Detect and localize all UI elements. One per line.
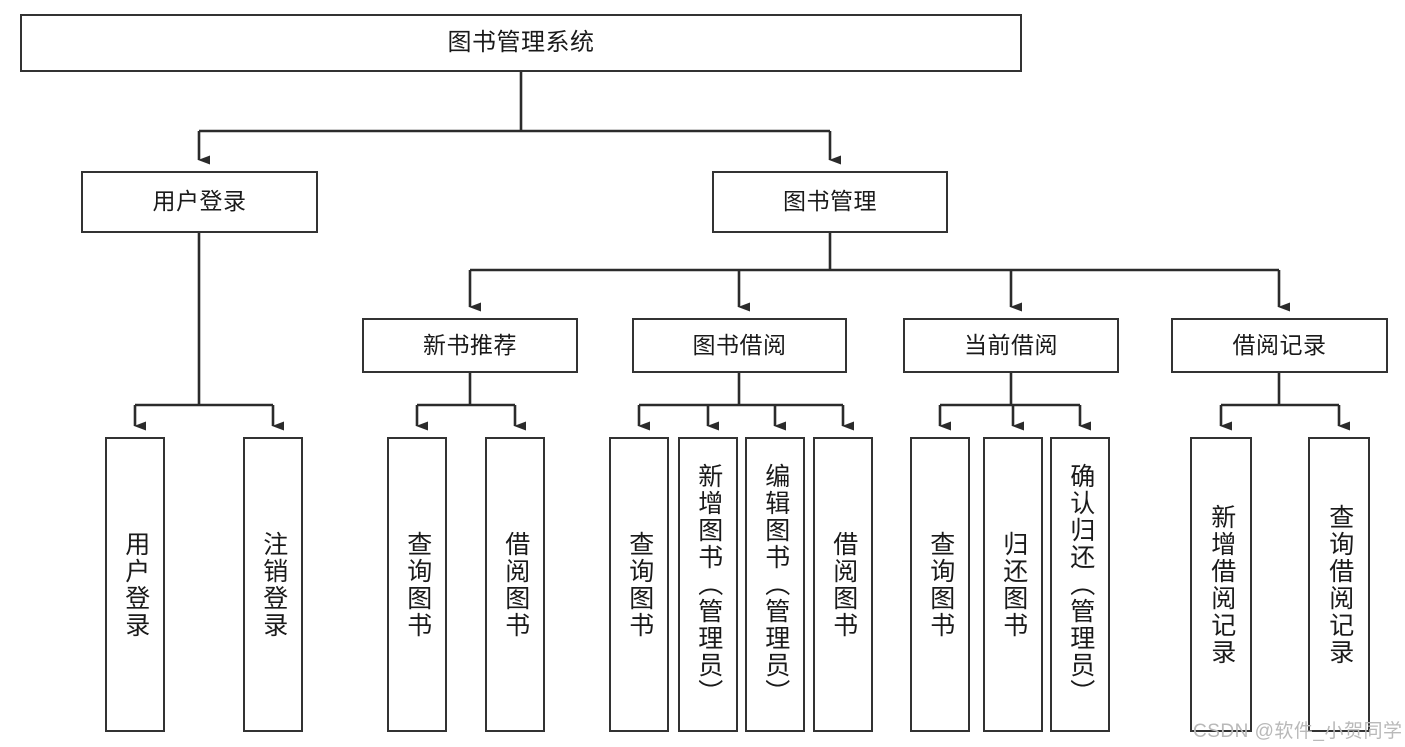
node-label-leaf-borrow-book-1: 借阅图书 [501,530,530,639]
node-leaf-add-record[interactable]: 新增借阅记录 [1190,437,1252,732]
node-user-login[interactable]: 用户登录 [81,171,318,233]
node-root-system[interactable]: 图书管理系统 [20,14,1022,72]
node-borrow-record[interactable]: 借阅记录 [1171,318,1388,373]
node-label-leaf-query-book-3: 查询图书 [926,530,955,639]
node-book-borrow[interactable]: 图书借阅 [632,318,847,373]
node-label-leaf-logout: 注销登录 [259,530,288,639]
node-label-new-book-recommend: 新书推荐 [423,331,517,358]
node-leaf-user-login[interactable]: 用户登录 [105,437,165,732]
node-leaf-borrow-book-1[interactable]: 借阅图书 [485,437,545,732]
node-leaf-confirm-return[interactable]: 确认归还（管理员） [1050,437,1110,732]
node-label-leaf-query-book-2: 查询图书 [625,530,654,639]
csdn-watermark: CSDN @软件_小贺同学 [1193,721,1403,742]
node-leaf-query-book-1[interactable]: 查询图书 [387,437,447,732]
node-label-leaf-add-record: 新增借阅记录 [1207,503,1236,666]
node-label-leaf-borrow-book-2: 借阅图书 [829,530,858,639]
node-label-leaf-query-book-1: 查询图书 [403,530,432,639]
node-book-management[interactable]: 图书管理 [712,171,948,233]
node-label-root: 图书管理系统 [447,28,595,56]
node-label-leaf-confirm-return: 确认归还（管理员） [1066,463,1095,706]
node-label-user-login: 用户登录 [152,188,247,215]
node-label-book-borrow: 图书借阅 [692,331,787,358]
node-leaf-query-book-2[interactable]: 查询图书 [609,437,669,732]
node-leaf-query-record[interactable]: 查询借阅记录 [1308,437,1370,732]
node-current-borrow[interactable]: 当前借阅 [903,318,1119,373]
node-leaf-return-book[interactable]: 归还图书 [983,437,1043,732]
node-label-book-management: 图书管理 [783,188,877,215]
node-label-leaf-return-book: 归还图书 [999,530,1028,639]
node-new-book-recommend[interactable]: 新书推荐 [362,318,578,373]
node-leaf-query-book-3[interactable]: 查询图书 [910,437,970,732]
node-label-borrow-record: 借阅记录 [1232,331,1327,358]
node-label-leaf-add-book: 新增图书（管理员） [694,463,723,706]
node-label-leaf-query-record: 查询借阅记录 [1325,503,1354,666]
node-label-leaf-edit-book: 编辑图书（管理员） [761,463,790,706]
node-leaf-edit-book[interactable]: 编辑图书（管理员） [745,437,805,732]
node-label-current-borrow: 当前借阅 [964,331,1058,358]
node-label-leaf-user-login: 用户登录 [121,530,150,639]
node-leaf-add-book[interactable]: 新增图书（管理员） [678,437,738,732]
node-leaf-borrow-book-2[interactable]: 借阅图书 [813,437,873,732]
node-leaf-logout[interactable]: 注销登录 [243,437,303,732]
